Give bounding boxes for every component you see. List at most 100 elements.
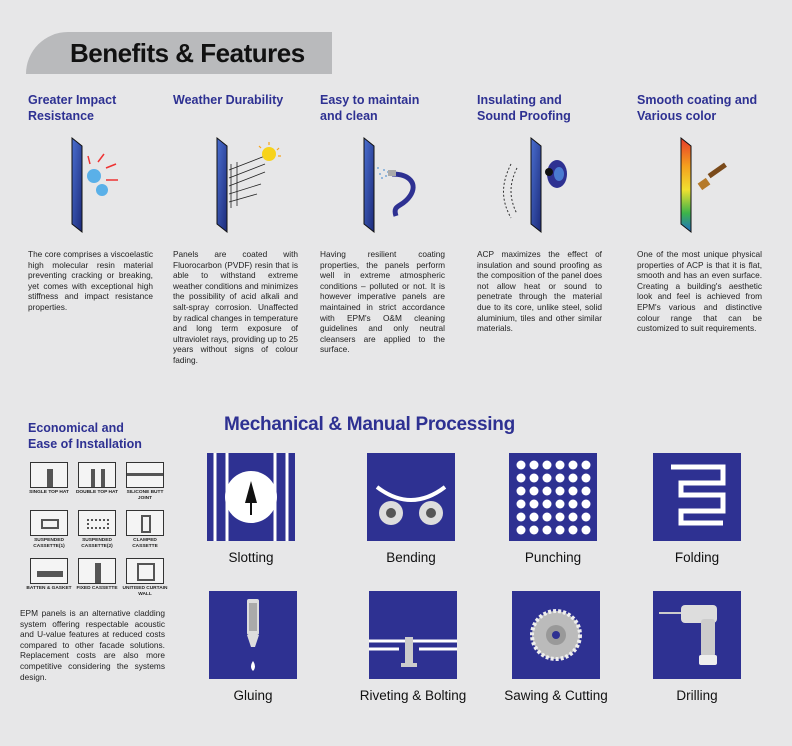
system-suspended-cassette-2: SUSPENDED CASSETTE(2) — [74, 510, 120, 549]
punch-hole — [581, 512, 591, 522]
punch-hole — [555, 460, 565, 470]
punch-hole — [568, 473, 578, 483]
bending-icon — [367, 453, 455, 541]
system-fixed-cassette: FIXED CASSETTE — [74, 558, 120, 592]
punch-hole — [555, 525, 565, 535]
process-label: Punching — [524, 550, 582, 565]
process-folding: Folding — [637, 453, 757, 567]
system-batten-gasket: BATTEN & GASKET — [26, 558, 72, 592]
punch-hole — [516, 525, 526, 535]
weather-durability-icon — [216, 136, 281, 234]
title-banner: Benefits & Features — [26, 32, 332, 74]
punch-hole — [568, 486, 578, 496]
punch-hole — [581, 499, 591, 509]
punch-hole — [516, 512, 526, 522]
punch-hole — [568, 512, 578, 522]
punch-hole — [568, 525, 578, 535]
process-drilling: Drilling — [637, 591, 757, 705]
economical-section: Economical and Ease of Installation — [28, 420, 168, 452]
economical-title-line2: Ease of Installation — [28, 437, 142, 451]
process-label: Riveting & Bolting — [359, 688, 467, 703]
gluing-icon — [209, 591, 297, 679]
feature-impact-resistance: Greater Impact Resistance The core compr… — [28, 92, 153, 313]
punch-hole — [529, 460, 539, 470]
folding-icon — [653, 453, 741, 541]
process-label: Sawing & Cutting — [504, 688, 608, 703]
feature-title: Greater Impact Resistance — [28, 93, 117, 123]
feature-title: Weather Durability — [173, 93, 284, 107]
unitised-curtain-wall-icon — [126, 558, 164, 584]
punch-hole — [581, 525, 591, 535]
punch-hole — [555, 512, 565, 522]
feature-text: One of the most unique physical properti… — [637, 249, 762, 334]
process-label: Bending — [386, 550, 436, 565]
system-unitised-curtain-wall: UNITISED CURTAIN WALL — [122, 558, 168, 597]
process-label: Slotting — [228, 550, 274, 565]
punch-hole — [529, 486, 539, 496]
sawing-icon — [512, 591, 600, 679]
suspended-cassette-1-icon — [30, 510, 68, 536]
drilling-icon — [653, 591, 741, 679]
feature-text: The core comprises a viscoelastic high m… — [28, 249, 153, 312]
punch-hole — [542, 512, 552, 522]
feature-smooth-coating: Smooth coating and Various color One of … — [637, 92, 762, 334]
feature-insulating: Insulating and Sound Proofing ACP maximi… — [477, 92, 602, 334]
paint-brush-icon — [680, 136, 727, 234]
process-punching: Punching — [493, 453, 613, 567]
process-bending: Bending — [351, 453, 471, 567]
feature-title: Smooth coating and Various color — [637, 93, 758, 123]
batten-gasket-icon — [30, 558, 68, 584]
process-label: Drilling — [676, 688, 718, 703]
silicone-butt-joint-icon — [126, 462, 164, 488]
punch-hole — [555, 473, 565, 483]
impact-resistance-icon — [71, 136, 118, 234]
punch-hole — [529, 512, 539, 522]
punch-hole — [555, 486, 565, 496]
single-top-hat-icon — [30, 462, 68, 488]
punch-hole — [555, 499, 565, 509]
system-silicone-butt-joint: SILICONE BUTT JOINT — [122, 462, 168, 501]
economical-title-line1: Economical and — [28, 421, 124, 435]
system-double-top-hat: DOUBLE TOP HAT — [74, 462, 120, 496]
riveting-icon — [369, 591, 457, 679]
economical-text: EPM panels is an alternative cladding sy… — [20, 608, 165, 682]
double-top-hat-icon — [78, 462, 116, 488]
cleaning-hose-icon — [363, 136, 416, 234]
process-slotting: Slotting — [191, 453, 311, 567]
punch-hole — [542, 499, 552, 509]
process-label: Gluing — [233, 688, 273, 703]
economical-title: Economical and Ease of Installation — [28, 420, 168, 452]
system-clamped-cassette: CLAMPED CASSETTE — [122, 510, 168, 549]
punch-hole — [568, 460, 578, 470]
system-single-top-hat: SINGLE TOP HAT — [26, 462, 72, 496]
feature-easy-maintain: Easy to maintain and clean Having resili… — [320, 92, 445, 355]
punch-hole — [542, 486, 552, 496]
sound-proofing-icon — [503, 136, 567, 234]
punch-hole — [581, 486, 591, 496]
punch-hole — [542, 525, 552, 535]
clamped-cassette-icon — [126, 510, 164, 536]
process-sawing: Sawing & Cutting — [496, 591, 616, 705]
punch-hole — [581, 473, 591, 483]
punch-hole — [516, 486, 526, 496]
system-suspended-cassette-1: SUSPENDED CASSETTE(1) — [26, 510, 72, 549]
page-title: Benefits & Features — [70, 38, 305, 68]
punch-hole — [542, 460, 552, 470]
process-gluing: Gluing — [193, 591, 313, 705]
feature-title: Insulating and Sound Proofing — [477, 93, 571, 123]
process-label: Folding — [674, 550, 720, 565]
punch-hole — [542, 473, 552, 483]
feature-title: Easy to maintain and clean — [320, 93, 420, 123]
punch-hole — [568, 499, 578, 509]
punch-hole — [529, 499, 539, 509]
process-riveting: Riveting & Bolting — [353, 591, 473, 705]
slotting-icon — [207, 453, 295, 541]
punch-hole — [516, 473, 526, 483]
feature-text: ACP maximizes the effect of insulation a… — [477, 249, 602, 334]
punch-hole — [516, 460, 526, 470]
punch-hole — [529, 473, 539, 483]
punch-hole — [581, 460, 591, 470]
feature-weather-durability: Weather Durability Panels are coated wit… — [173, 92, 298, 366]
feature-text: Having resilient coating properties, the… — [320, 249, 445, 355]
punch-hole — [516, 499, 526, 509]
